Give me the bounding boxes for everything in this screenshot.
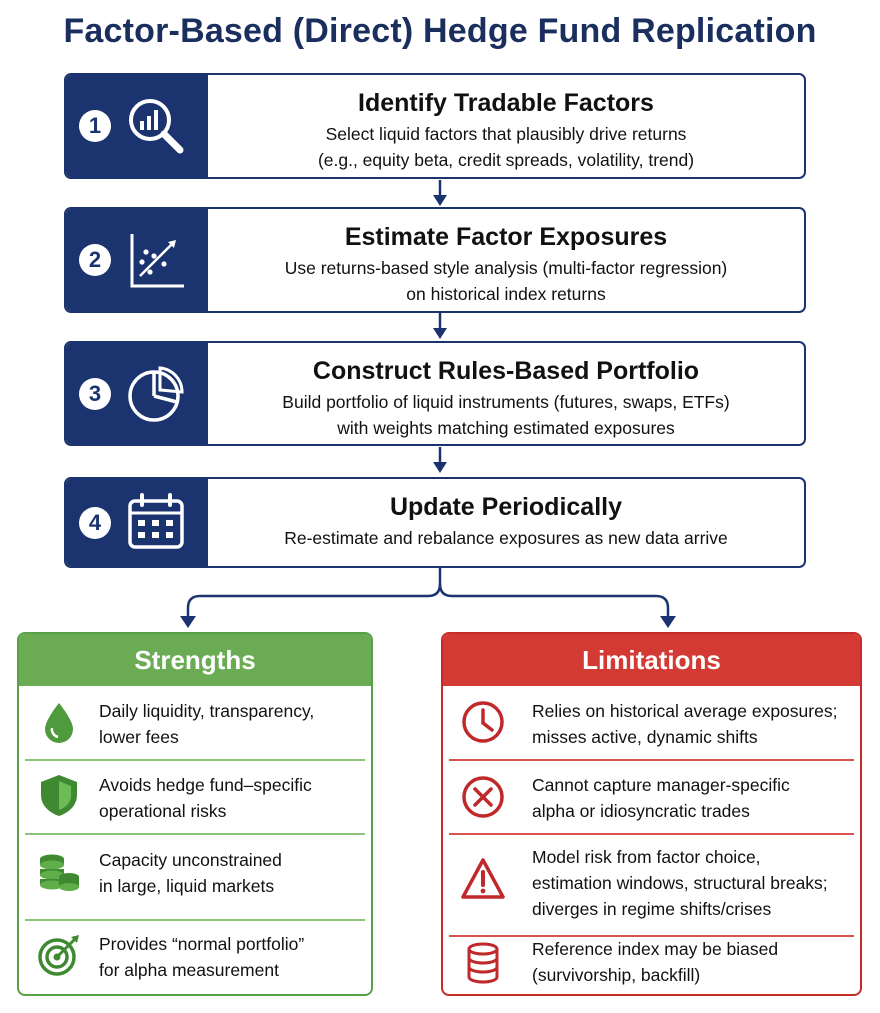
down-arrow-icon — [433, 180, 447, 206]
down-arrow-icon — [433, 447, 447, 473]
step-description-line: Use returns-based style analysis (multi-… — [284, 258, 728, 278]
coin-stack-icon — [40, 854, 79, 891]
list-item: Reference index may be biased (survivors… — [443, 937, 860, 994]
step-update-periodically: 4 Update Periodically Re-estimate and re… — [64, 477, 806, 568]
step-identify-factors: 1 Identify Tradable Factors Select liqui… — [64, 73, 806, 179]
strength-text: Provides “normal portfolio” — [99, 934, 305, 954]
limitation-text: misses active, dynamic shifts — [532, 727, 758, 747]
scatter-trend-icon — [130, 234, 184, 288]
strengths-panel: Strengths Daily liquidity, transparency,… — [17, 632, 373, 996]
divider — [449, 935, 854, 937]
step-description-line: Build portfolio of liquid instruments (f… — [282, 392, 730, 412]
step-heading: Update Periodically — [389, 493, 623, 521]
list-item: Capacity unconstrained in large, liquid … — [19, 835, 371, 919]
strength-text: for alpha measurement — [99, 960, 279, 980]
step-number: 4 — [79, 506, 111, 539]
step-heading: Construct Rules-Based Portfolio — [312, 357, 700, 385]
magnifier-chart-icon — [129, 99, 184, 154]
calendar-icon — [128, 492, 184, 549]
shield-icon — [41, 775, 77, 816]
page-title: Factor-Based (Direct) Hedge Fund Replica… — [63, 12, 817, 50]
step-side-panel: 2 — [66, 209, 208, 311]
strength-text: in large, liquid markets — [99, 876, 275, 896]
list-item: Provides “normal portfolio” for alpha me… — [19, 921, 371, 993]
step-construct-portfolio: 3 Construct Rules-Based Portfolio Build … — [64, 341, 806, 446]
step-description-line: Re-estimate and rebalance exposures as n… — [284, 528, 728, 548]
step-description-line: on historical index returns — [406, 284, 606, 304]
step-side-panel: 4 — [66, 479, 208, 566]
strength-text: lower fees — [99, 727, 179, 747]
pie-chart-icon — [128, 365, 184, 422]
step-side-panel: 3 — [66, 343, 208, 444]
list-item: Avoids hedge fund–specific operational r… — [19, 761, 371, 833]
x-circle-icon — [462, 776, 504, 818]
list-item: Relies on historical average exposures; … — [443, 686, 860, 758]
strength-text: operational risks — [99, 801, 227, 821]
limitations-panel: Limitations Relies on historical average… — [441, 632, 862, 996]
database-icon — [467, 942, 499, 984]
list-item: Cannot capture manager-specific alpha or… — [443, 761, 860, 833]
limitation-text: Reference index may be biased — [532, 939, 779, 959]
divider — [25, 833, 365, 835]
limitation-text: diverges in regime shifts/crises — [532, 899, 772, 919]
step-number: 2 — [79, 244, 111, 276]
divider — [449, 759, 854, 761]
strength-text: Capacity unconstrained — [99, 850, 282, 870]
strength-text: Daily liquidity, transparency, — [99, 701, 315, 721]
step-heading: Estimate Factor Exposures — [344, 223, 668, 251]
limitation-text: Relies on historical average exposures; — [532, 701, 838, 721]
limitations-heading: Limitations — [443, 634, 860, 686]
limitation-text: alpha or idiosyncratic trades — [532, 801, 750, 821]
clock-icon — [462, 701, 504, 743]
droplet-icon — [45, 703, 73, 743]
step-estimate-exposures: 2 Estimate Factor Exposures Use returns-… — [64, 207, 806, 313]
divider — [25, 759, 365, 761]
target-icon — [38, 935, 79, 976]
strength-text: Avoids hedge fund–specific — [99, 775, 312, 795]
divider — [449, 833, 854, 835]
limitation-text: (survivorship, backfill) — [532, 965, 701, 985]
step-description-line: (e.g., equity beta, credit spreads, vola… — [317, 150, 695, 170]
step-description-line: Select liquid factors that plausibly dri… — [325, 124, 687, 144]
step-description-line: with weights matching estimated exposure… — [337, 418, 675, 438]
step-number: 1 — [79, 110, 111, 142]
branch-connector — [180, 566, 676, 628]
strengths-heading: Strengths — [19, 634, 371, 686]
limitation-text: Cannot capture manager-specific — [532, 775, 790, 795]
down-arrow-icon — [433, 313, 447, 339]
step-number: 3 — [79, 377, 111, 410]
step-heading: Identify Tradable Factors — [358, 89, 654, 117]
step-side-panel: 1 — [66, 75, 208, 177]
warning-triangle-icon — [461, 858, 505, 899]
list-item: Daily liquidity, transparency, lower fee… — [19, 686, 371, 758]
limitation-text: estimation windows, structural breaks; — [532, 873, 828, 893]
limitation-text: Model risk from factor choice, — [532, 847, 761, 867]
divider — [25, 919, 365, 921]
list-item: Model risk from factor choice, estimatio… — [443, 835, 860, 935]
